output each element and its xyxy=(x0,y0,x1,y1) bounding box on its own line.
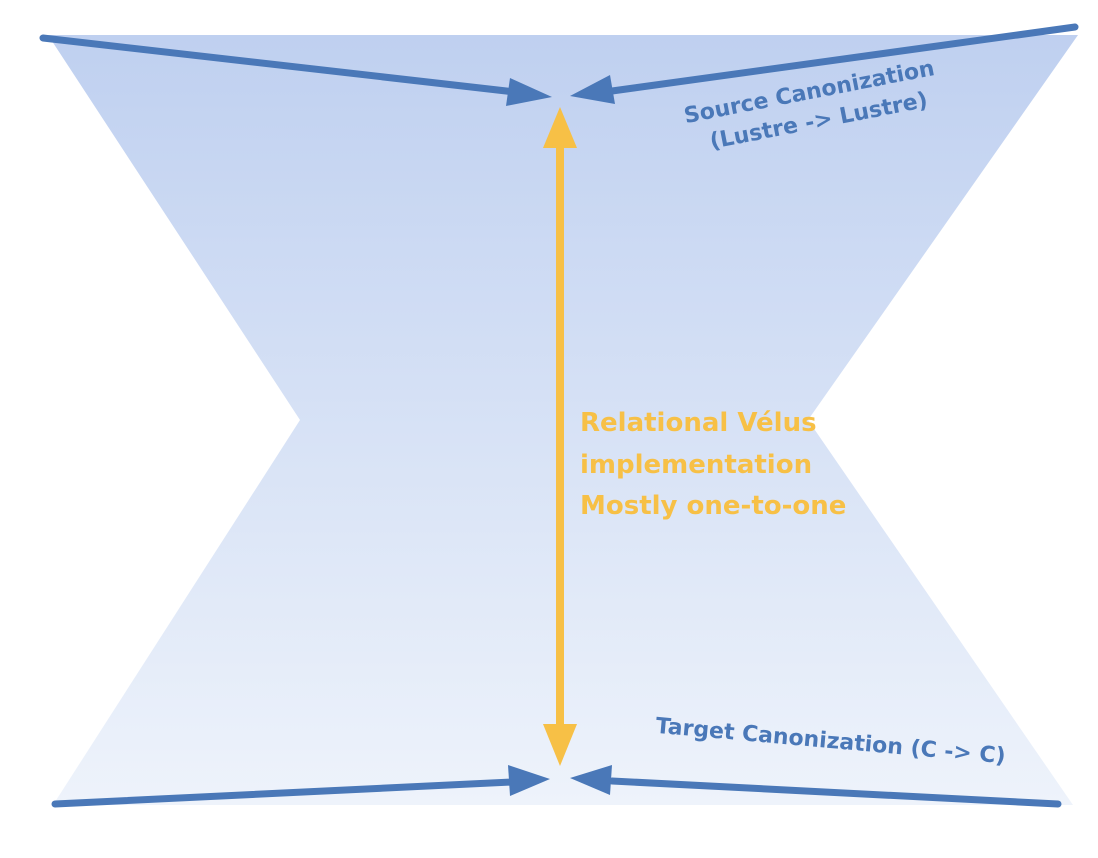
source-arrow-right xyxy=(570,23,1079,104)
relational-velus-label: Relational Vélus implementation Mostly o… xyxy=(580,408,846,521)
relational-double-arrow xyxy=(543,107,577,766)
target-arrow-right xyxy=(570,765,1062,808)
source-arrow-left xyxy=(39,34,552,106)
center-label-line1: Relational Vélus xyxy=(580,408,817,438)
center-label-line2: implementation xyxy=(580,450,812,480)
target-arrow-left xyxy=(51,765,550,808)
center-label-line3: Mostly one-to-one xyxy=(580,491,846,521)
